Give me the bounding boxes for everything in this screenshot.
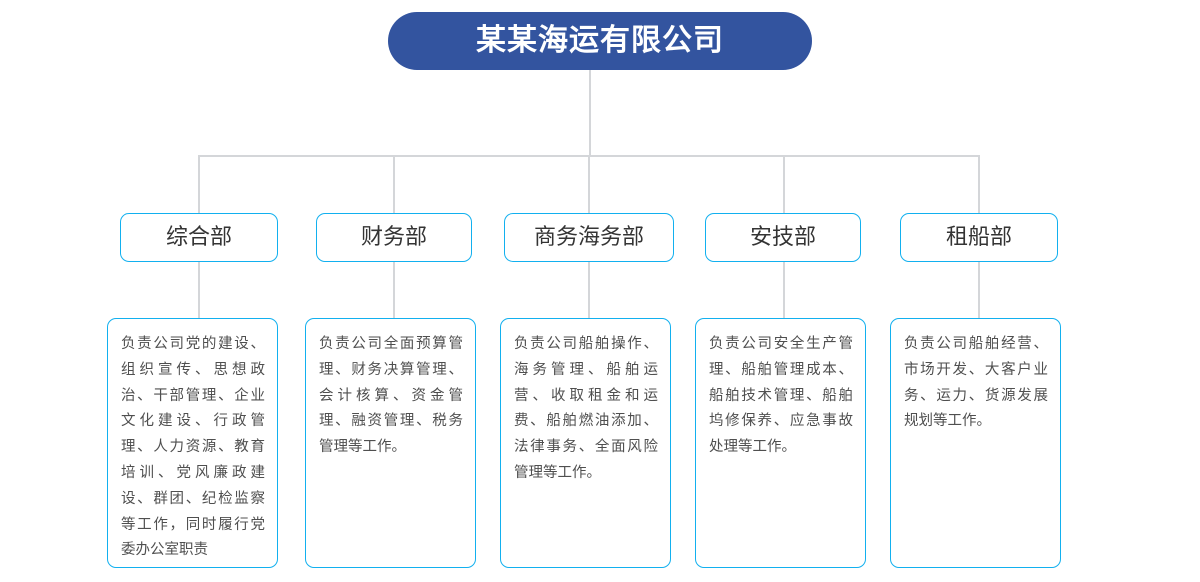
connector-dept-to-desc-5 (978, 262, 980, 319)
connector-drop-dept-5 (978, 155, 980, 213)
dept-node-3[interactable]: 商务海务部 (504, 213, 674, 262)
dept-node-label-3: 商务海务部 (533, 224, 644, 250)
dept-description-card-5[interactable]: 负责公司船舶经营、市场开发、大客户业务、运力、货源发展规划等工作。 (890, 318, 1061, 568)
connector-drop-dept-2 (393, 155, 395, 213)
dept-node-4[interactable]: 安技部 (705, 213, 861, 262)
connector-drop-dept-1 (198, 155, 200, 213)
connector-dept-to-desc-2 (393, 262, 395, 319)
dept-description-text-5: 负责公司船舶经营、市场开发、大客户业务、运力、货源发展规划等工作。 (904, 336, 1048, 430)
root-company-node[interactable]: 某某海运有限公司 (388, 12, 812, 70)
connector-drop-dept-3 (588, 155, 590, 213)
connector-dept-to-desc-4 (783, 262, 785, 319)
dept-node-label-5: 租船部 (945, 224, 1012, 250)
dept-node-2[interactable]: 财务部 (316, 213, 472, 262)
dept-description-text-3: 负责公司船舶操作、海务管理、船舶运营、收取租金和运费、船舶燃油添加、法律事务、全… (514, 336, 658, 481)
dept-node-label-1: 综合部 (165, 224, 232, 250)
dept-description-card-3[interactable]: 负责公司船舶操作、海务管理、船舶运营、收取租金和运费、船舶燃油添加、法律事务、全… (500, 318, 671, 568)
dept-description-card-1[interactable]: 负责公司党的建设、组织宣传、思想政治、干部管理、企业文化建设、行政管理、人力资源… (107, 318, 278, 568)
dept-description-text-1: 负责公司党的建设、组织宣传、思想政治、干部管理、企业文化建设、行政管理、人力资源… (121, 336, 265, 559)
dept-node-1[interactable]: 综合部 (120, 213, 278, 262)
root-company-title: 某某海运有限公司 (476, 23, 724, 58)
dept-node-label-2: 财务部 (360, 224, 427, 250)
connector-root-stem (589, 70, 591, 156)
dept-description-card-2[interactable]: 负责公司全面预算管理、财务决算管理、会计核算、资金管理、融资管理、税务管理等工作… (305, 318, 476, 568)
connector-drop-dept-4 (783, 155, 785, 213)
dept-description-text-4: 负责公司安全生产管理、船舶管理成本、船舶技术管理、船舶坞修保养、应急事故处理等工… (709, 336, 853, 456)
dept-description-text-2: 负责公司全面预算管理、财务决算管理、会计核算、资金管理、融资管理、税务管理等工作… (319, 336, 463, 456)
dept-node-5[interactable]: 租船部 (900, 213, 1058, 262)
connector-dept-to-desc-3 (588, 262, 590, 319)
dept-description-card-4[interactable]: 负责公司安全生产管理、船舶管理成本、船舶技术管理、船舶坞修保养、应急事故处理等工… (695, 318, 866, 568)
dept-node-label-4: 安技部 (749, 224, 816, 250)
connector-dept-to-desc-1 (198, 262, 200, 319)
